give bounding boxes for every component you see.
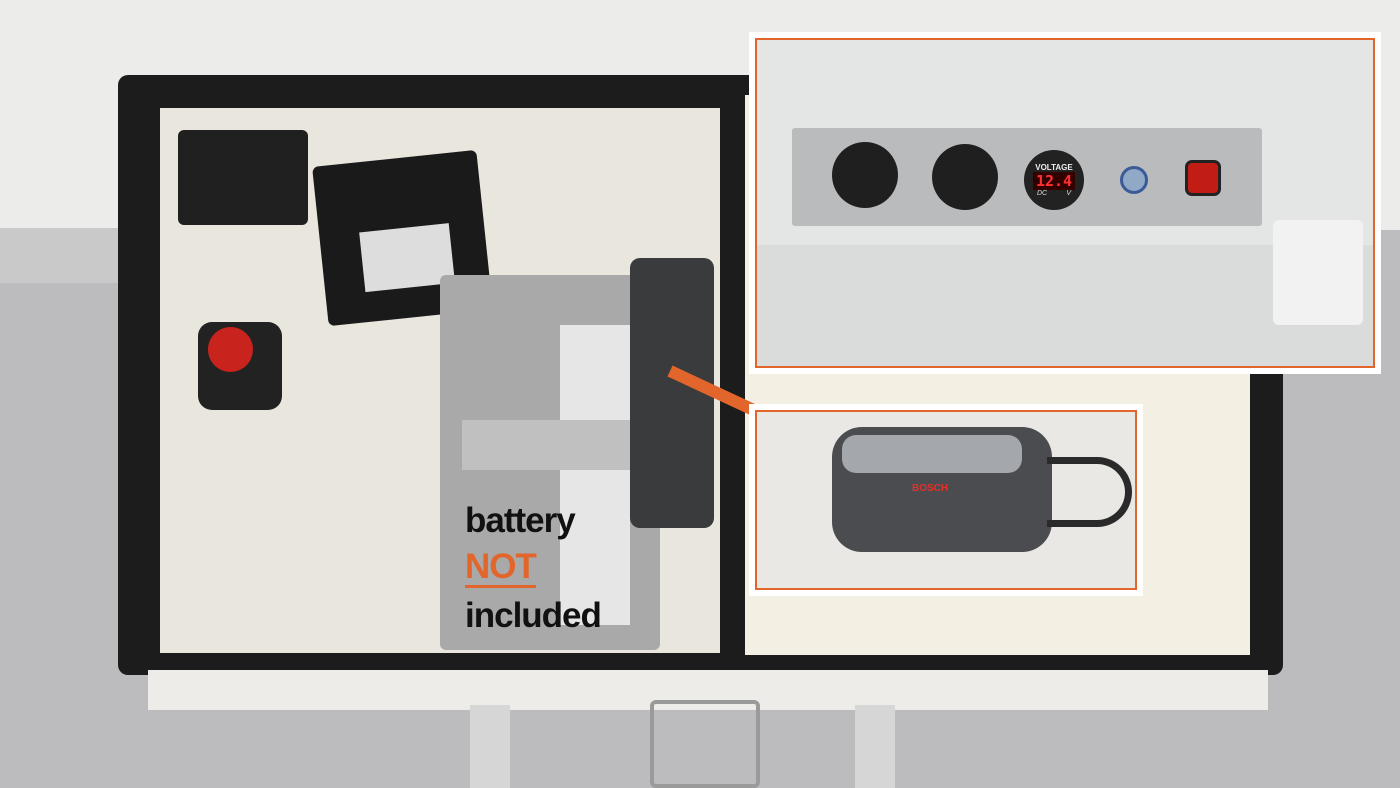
battery-not-included-caption: battery NOT included (465, 498, 602, 639)
charger-indicator-strip (842, 435, 1022, 473)
support-leg (855, 705, 895, 788)
caption-line3: included (465, 596, 602, 635)
inset-control-panel: VOLTAGE 12.4 DC V (749, 32, 1381, 374)
battery-strap (462, 420, 632, 470)
voltmeter-reading: 12.4 (1032, 172, 1076, 190)
caption-line1: battery (465, 501, 576, 540)
voltmeter-dc: DC (1037, 190, 1048, 197)
bosch-charger: BOSCH (832, 427, 1052, 552)
charger-hook (1047, 457, 1132, 527)
power-rocker-switch (1185, 160, 1221, 196)
inset-charger: BOSCH (749, 404, 1143, 596)
charger-brand: BOSCH (912, 483, 949, 494)
voltmeter-v: V (1066, 190, 1071, 197)
battery-charger (630, 258, 714, 528)
support-leg (470, 705, 510, 788)
shelf (0, 228, 135, 283)
wall-outlet (1273, 220, 1363, 325)
latch (650, 700, 760, 788)
voltmeter: VOLTAGE 12.4 DC V (1024, 150, 1084, 210)
battery-disconnect-switch (198, 322, 282, 410)
push-button (1120, 166, 1148, 194)
small-charger-unit (178, 130, 308, 225)
caption-line2: NOT (465, 547, 537, 588)
12v-socket-icon (932, 144, 998, 210)
wall (757, 245, 1373, 366)
usb-socket-icon (832, 142, 898, 208)
switch-knob (208, 327, 253, 372)
control-panel-plate: VOLTAGE 12.4 DC V (792, 128, 1262, 226)
battery-label (560, 325, 630, 625)
voltmeter-title: VOLTAGE (1035, 163, 1073, 172)
